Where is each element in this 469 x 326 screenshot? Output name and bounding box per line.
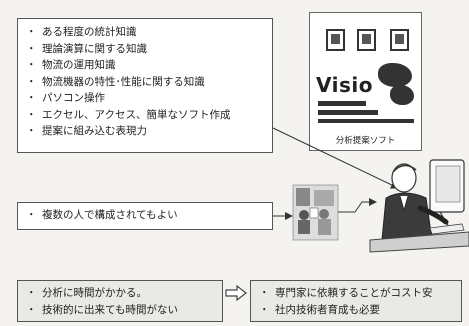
solution-box: 専門家に依頼することがコスト安 社内技術者育成も必要 — [250, 280, 462, 322]
skill-item: 物流機器の特性･性能に関する知識 — [22, 74, 268, 91]
skill-item: パソコン操作 — [22, 90, 268, 107]
skill-item: 理論演算に関する知識 — [22, 41, 268, 58]
analyst-illustration — [369, 159, 469, 253]
software-box-stripe — [318, 101, 366, 106]
solution-list: 専門家に依頼することがコスト安 社内技術者育成も必要 — [255, 285, 457, 318]
skill-item: 物流の運用知識 — [22, 57, 268, 74]
software-card: Visio 分析提案ソフト — [309, 12, 422, 151]
problem-item: 分析に時間がかかる。 — [22, 285, 218, 302]
software-graphic — [378, 63, 412, 87]
solution-item: 社内技術者育成も必要 — [255, 302, 457, 319]
window-icon — [326, 29, 345, 51]
software-caption: 分析提案ソフト — [335, 136, 396, 146]
team-item: 複数の人で構成されてもよい — [22, 207, 268, 224]
excel-icon — [357, 29, 376, 51]
team-illustration — [292, 184, 339, 241]
transition-arrow-icon — [225, 285, 247, 301]
team-to-analyst-arrow — [337, 198, 377, 213]
team-list: 複数の人で構成されてもよい — [22, 207, 268, 224]
team-box: 複数の人で構成されてもよい — [17, 202, 273, 230]
solution-item: 専門家に依頼することがコスト安 — [255, 285, 457, 302]
access-icon — [390, 29, 409, 51]
software-box-stripe — [318, 119, 414, 123]
software-graphic — [390, 85, 414, 105]
visio-logo: Visio — [316, 73, 373, 97]
software-box-stripe — [318, 110, 378, 115]
problem-item: 技術的に出来ても時間がない — [22, 302, 218, 319]
skills-list: ある程度の統計知識 理論演算に関する知識 物流の運用知識 物流機器の特性･性能に… — [22, 24, 268, 140]
skills-to-analyst-arrow — [272, 127, 399, 189]
skill-item: 提案に組み込む表現力 — [22, 123, 268, 140]
problem-box: 分析に時間がかかる。 技術的に出来ても時間がない — [17, 280, 223, 322]
problem-list: 分析に時間がかかる。 技術的に出来ても時間がない — [22, 285, 218, 318]
skill-item: ある程度の統計知識 — [22, 24, 268, 41]
skill-item: エクセル、アクセス、簡単なソフト作成 — [22, 107, 268, 124]
skills-box: ある程度の統計知識 理論演算に関する知識 物流の運用知識 物流機器の特性･性能に… — [17, 18, 273, 153]
